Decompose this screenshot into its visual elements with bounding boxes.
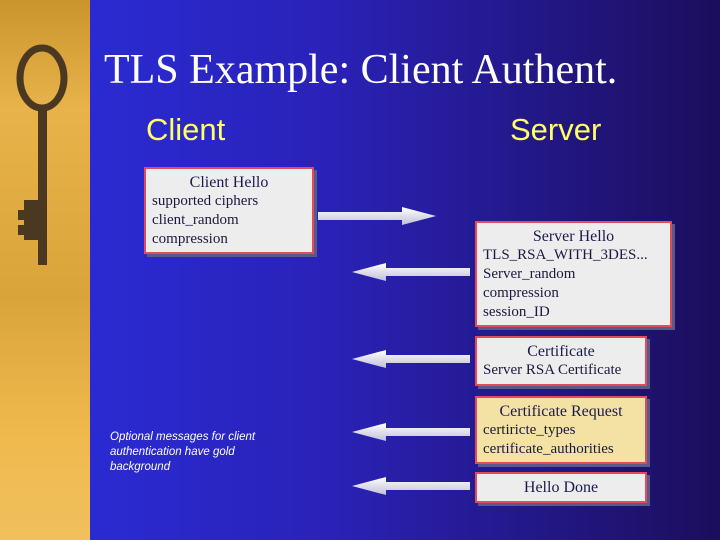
certificate-request-line: certiricte_types <box>483 422 576 438</box>
certificate-request-box: Certificate Request certiricte_types cer… <box>475 396 647 464</box>
server-hello-line: Server_random <box>483 266 576 282</box>
server-hello-line: TLS_RSA_WITH_3DES... <box>483 247 648 263</box>
server-hello-box: Server Hello TLS_RSA_WITH_3DES... Server… <box>475 221 672 327</box>
certificate-request-title: Certificate Request <box>499 403 623 420</box>
server-hello-line: compression <box>483 285 559 301</box>
certificate-line: Server RSA Certificate <box>483 362 622 378</box>
client-hello-line: supported ciphers <box>152 193 259 209</box>
hello-done-box: Hello Done <box>475 472 647 503</box>
client-heading: Client <box>146 112 226 147</box>
client-hello-line: client_random <box>152 212 239 228</box>
server-hello-title: Server Hello <box>532 228 615 245</box>
arrow-right-icon <box>318 207 436 225</box>
certificate-title: Certificate <box>527 343 595 360</box>
arrow-left-icon <box>352 263 470 281</box>
client-hello-box: Client Hello supported ciphers client_ra… <box>144 167 314 254</box>
page-title: TLS Example: Client Authent. <box>104 47 618 93</box>
arrow-left-icon <box>352 477 470 495</box>
key-image-strip <box>0 0 90 540</box>
server-hello-line: session_ID <box>483 304 550 320</box>
certificate-request-line: certificate_authorities <box>483 441 614 457</box>
arrow-left-icon <box>352 350 470 368</box>
optional-note: Optional messages for client authenticat… <box>110 431 256 473</box>
arrow-left-icon <box>352 423 470 441</box>
client-hello-title: Client Hello <box>189 174 269 191</box>
client-hello-line: compression <box>152 231 228 247</box>
server-heading: Server <box>510 112 602 147</box>
hello-done-title: Hello Done <box>523 479 599 496</box>
certificate-box: Certificate Server RSA Certificate <box>475 336 647 386</box>
key-image <box>16 44 68 265</box>
